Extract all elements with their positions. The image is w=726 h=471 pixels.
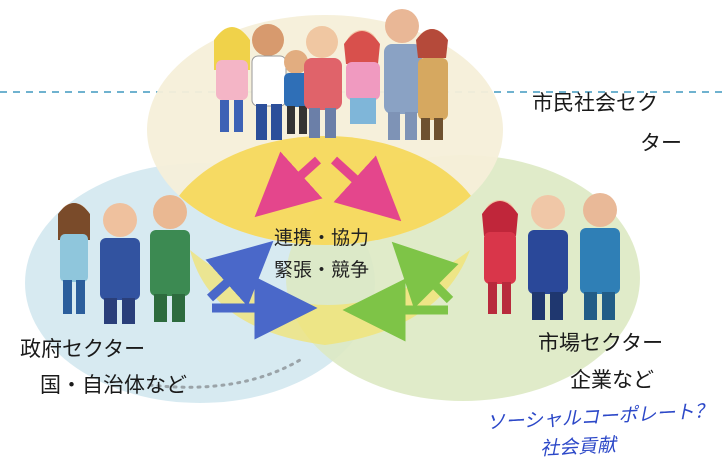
citizen-figure [384,9,422,140]
citizen-figure [284,50,310,134]
civil-sector-label: 市民社会セク [532,91,658,115]
citizen-figure [344,30,380,124]
center-label-tension: 緊張・競争 [274,259,370,281]
citizen-figure [304,26,342,138]
civil-sector-label-cont: ター [640,131,682,155]
dotted-arc [148,358,302,389]
interaction-arrows [205,151,459,342]
citizen-figure [214,27,250,132]
businessperson-figure [482,200,518,314]
pink-arrow-left [254,151,323,218]
market-sector-label: 市場セクター [538,331,664,355]
citizen-figure [251,24,287,140]
official-figure [150,195,190,322]
official-figure [100,203,140,324]
citizen-figure [416,29,448,140]
crowd-of-citizens-icon [214,9,448,140]
handwritten-note-cont: 社会貢献 [539,434,617,460]
official-figure [58,203,90,314]
overlap-area [160,136,490,245]
business-people-icon [482,193,620,320]
government-sector-label: 政府セクター [20,337,146,361]
blue-arrow-up [205,240,274,307]
officials-icon [58,195,190,324]
businessperson-figure [528,195,568,320]
market-sector-sublabel: 企業など [570,368,654,392]
businessperson-figure [580,193,620,320]
green-arrow-up [391,241,459,309]
pink-arrow-right [330,155,402,222]
center-label-cooperation: 連携・協力 [274,227,370,249]
government-sector-sublabel: 国・自治体など [40,373,187,397]
